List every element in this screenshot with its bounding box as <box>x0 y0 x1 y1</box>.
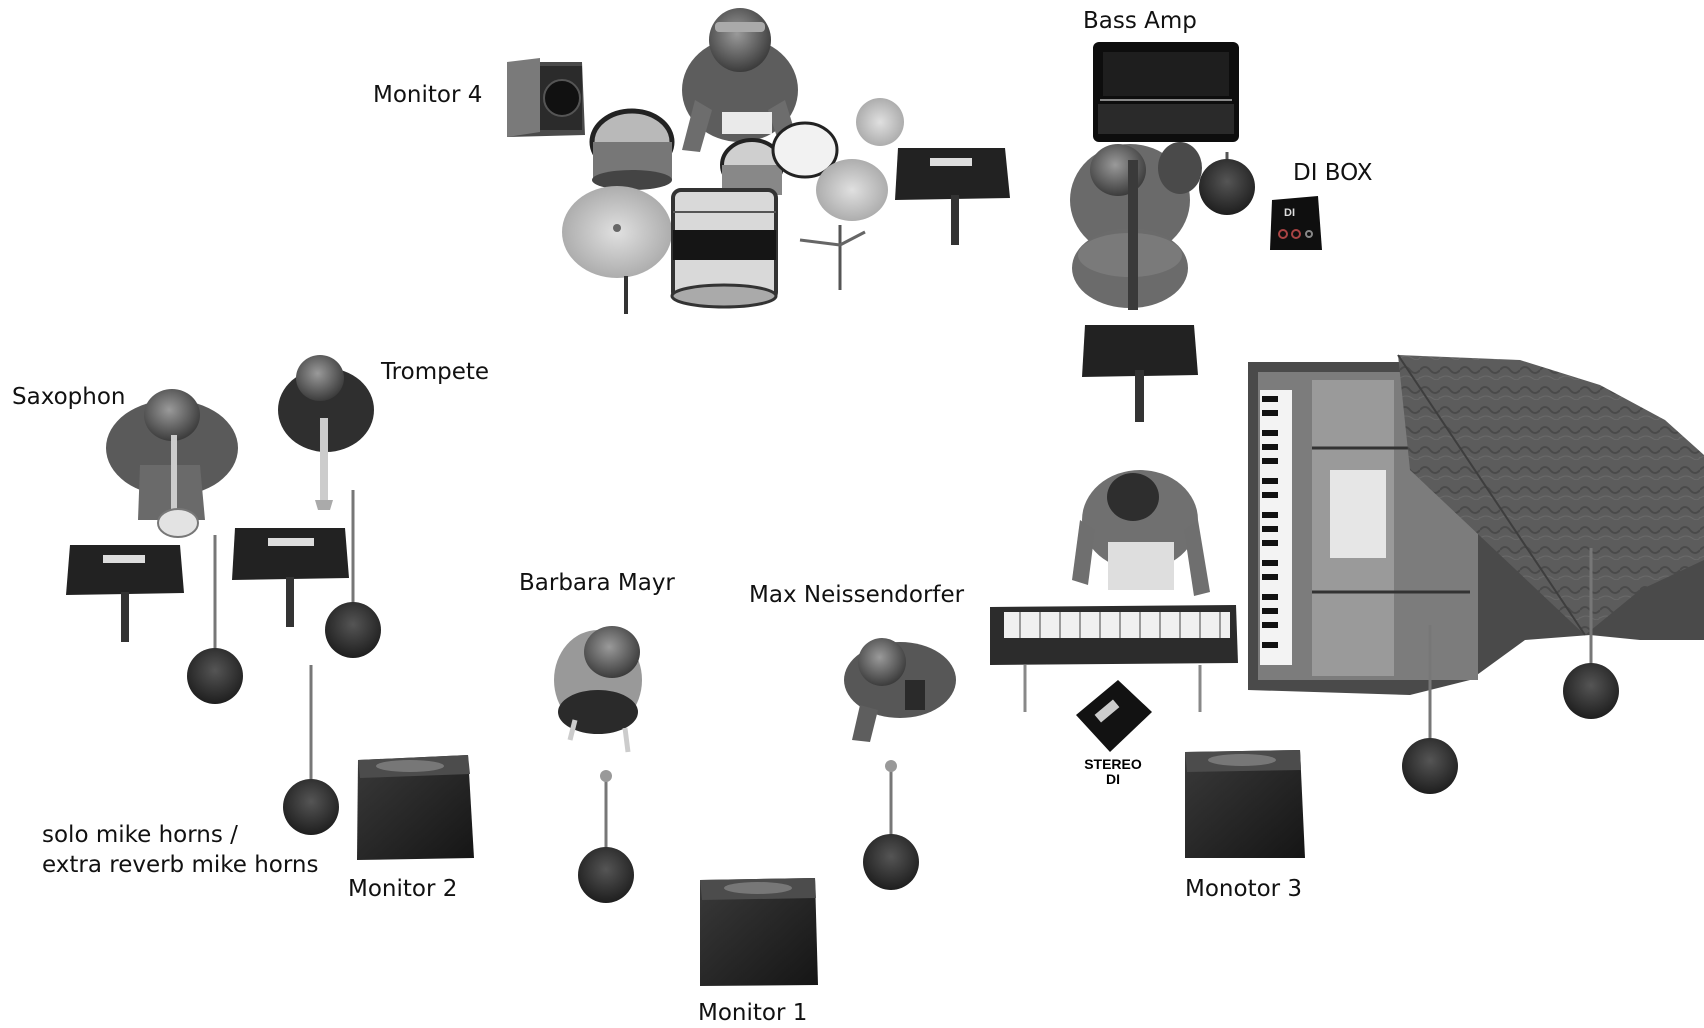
bass-mic-stand <box>1199 152 1255 215</box>
saxophonist <box>106 389 238 538</box>
label-di-box: DI BOX <box>1293 160 1373 186</box>
stereo-di-box <box>1076 680 1152 752</box>
solo-horn-mic-stand <box>283 665 339 835</box>
drum-music-stand <box>895 148 1010 245</box>
label-saxophon: Saxophon <box>12 384 126 410</box>
bass-music-stand <box>1082 325 1198 422</box>
grand-piano <box>1248 354 1704 695</box>
label-stereo-di-line2: DI <box>1106 771 1120 787</box>
bass-player <box>1070 142 1202 310</box>
stage-piano <box>990 605 1238 712</box>
label-solo-mike-line1: solo mike horns / <box>42 822 238 848</box>
pianist <box>1072 470 1210 596</box>
monitor-4-speaker <box>507 58 585 137</box>
vocalist-max <box>844 638 956 742</box>
sax-mic-stand <box>187 535 243 704</box>
trumpet-mic-stand <box>325 490 381 658</box>
trumpeter <box>278 355 374 510</box>
label-solo-mike-line2: extra reverb mike horns <box>42 852 319 878</box>
monitor-3-wedge <box>1185 750 1305 858</box>
sax-music-stand <box>66 545 184 642</box>
di-box-badge: DI <box>1284 207 1295 219</box>
label-stereo-di: STEREO DI <box>1070 757 1156 787</box>
label-monitor-4: Monitor 4 <box>373 82 483 108</box>
label-barbara-mayr: Barbara Mayr <box>519 570 675 596</box>
label-monitor-3: Monotor 3 <box>1185 876 1303 902</box>
di-box <box>1270 196 1322 250</box>
monitor-1-wedge <box>700 878 818 986</box>
label-max-neissendorfer: Max Neissendorfer <box>749 582 965 608</box>
piano-mic-stand-left <box>1402 625 1458 794</box>
trumpet-music-stand <box>232 528 349 627</box>
drum-kit <box>562 8 904 314</box>
label-bass-amp: Bass Amp <box>1083 8 1197 34</box>
vocal-mic-stand-barbara <box>578 770 634 903</box>
bass-amp <box>1093 42 1239 142</box>
label-monitor-1: Monitor 1 <box>698 1000 808 1026</box>
monitor-2-wedge <box>357 755 474 860</box>
piano-black-keys <box>1262 396 1278 648</box>
label-stereo-di-line1: STEREO <box>1084 756 1142 772</box>
label-monitor-2: Monitor 2 <box>348 876 458 902</box>
piano-mic-stand-right <box>1563 548 1619 719</box>
vocal-mic-stand-max <box>863 760 919 890</box>
vocalist-barbara <box>554 626 642 753</box>
label-trompete: Trompete <box>381 359 490 385</box>
